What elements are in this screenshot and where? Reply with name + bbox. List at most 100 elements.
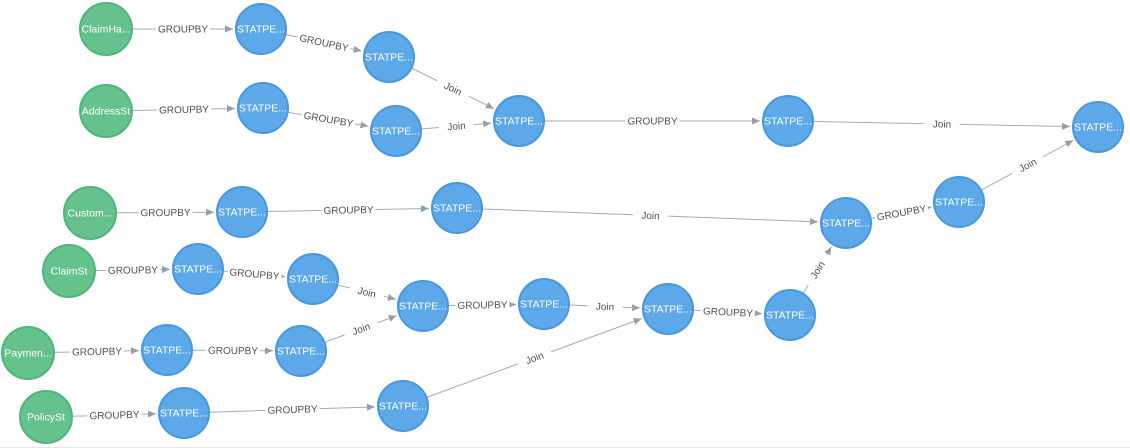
edge-label-bg xyxy=(625,114,680,128)
node-label: STATPE... xyxy=(160,408,208,420)
graph-edge-b20-b21[interactable]: GROUPBY xyxy=(209,401,376,418)
stat-node-circle xyxy=(158,387,210,439)
node-label: ClaimHa... xyxy=(81,24,130,36)
edge-label: GROUPBY xyxy=(229,267,280,282)
node-label: STATPE... xyxy=(365,52,413,64)
graph-node-b3[interactable]: STATPE... xyxy=(237,82,289,134)
graph-node-b15[interactable]: STATPE... xyxy=(518,278,570,330)
edge-label: GROUPBY xyxy=(108,265,159,277)
graph-edge-b5-b6[interactable]: GROUPBY xyxy=(545,114,760,128)
edge-label: Join xyxy=(641,211,660,223)
graph-node-b5[interactable]: STATPE... xyxy=(493,95,545,147)
graph-node-b14[interactable]: STATPE... xyxy=(397,280,449,332)
graph-node-g3[interactable]: Custom... xyxy=(63,186,117,240)
edge-label-bg xyxy=(138,205,193,220)
node-label: STATPE... xyxy=(935,197,983,209)
node-label: STATPE... xyxy=(143,345,191,357)
graph-node-b20[interactable]: STATPE... xyxy=(158,387,210,439)
stat-node-circle xyxy=(820,197,872,249)
source-node-circle xyxy=(79,2,133,56)
graph-edge-g1-b1[interactable]: GROUPBY xyxy=(133,22,233,36)
graph-node-b12[interactable]: STATPE... xyxy=(141,324,193,376)
graph-edge-g3-b8[interactable]: GROUPBY xyxy=(116,205,215,220)
graph-edge-b17-b18[interactable]: Join xyxy=(802,246,833,294)
stat-node-circle xyxy=(397,280,449,332)
edge-label-bg xyxy=(321,202,376,218)
graph-edge-g6-b20[interactable]: GROUPBY xyxy=(72,407,157,423)
edge-label-bg xyxy=(105,262,161,278)
edge-label-bg xyxy=(87,407,142,423)
graph-edge-b1-b2[interactable]: GROUPBY xyxy=(286,30,362,56)
graph-node-b11[interactable]: STATPE... xyxy=(287,253,339,305)
graph-edge-g5-b12[interactable]: GROUPBY xyxy=(54,343,140,360)
node-label: STATPE... xyxy=(822,218,870,230)
graph-edge-b3-b4[interactable]: GROUPBY xyxy=(288,107,369,131)
stat-node-circle xyxy=(762,95,814,147)
edge-label: Join xyxy=(351,321,372,338)
edge-label-bg xyxy=(632,207,669,224)
edge-label-bg xyxy=(296,30,352,56)
graph-node-g1[interactable]: ClaimHa... xyxy=(79,2,133,56)
graph-node-b13[interactable]: STATPE... xyxy=(275,325,327,377)
stat-node-circle xyxy=(216,186,268,238)
graph-edge-b14-b15[interactable]: GROUPBY xyxy=(448,297,517,313)
source-node-circle xyxy=(79,84,133,138)
edge-label-bg xyxy=(155,22,210,36)
node-label: PolicySt xyxy=(27,412,65,424)
graph-node-b10[interactable]: STATPE... xyxy=(172,243,224,295)
stat-node-circle xyxy=(287,253,339,305)
graph-node-b18[interactable]: STATPE... xyxy=(820,197,872,249)
graph-edge-b10-b11[interactable]: GROUPBY xyxy=(223,264,286,284)
graph-node-b4[interactable]: STATPE... xyxy=(370,105,422,157)
node-label: STATPE... xyxy=(239,103,287,115)
node-label: STATPE... xyxy=(764,116,812,128)
graph-node-b8[interactable]: STATPE... xyxy=(216,186,268,238)
graph-edge-b9-b18[interactable]: Join xyxy=(482,207,819,226)
graph-node-b16[interactable]: STATPE... xyxy=(642,283,694,335)
graph-edge-b2-b5[interactable]: Join xyxy=(412,68,495,110)
graph-node-b7[interactable]: STATPE... xyxy=(1072,101,1124,153)
graph-edge-b12-b13[interactable]: GROUPBY xyxy=(192,343,274,358)
graph-node-g6[interactable]: PolicySt xyxy=(19,390,73,444)
edge-label-bg xyxy=(226,264,283,284)
graph-node-b17[interactable]: STATPE... xyxy=(764,289,816,341)
graph-node-g4[interactable]: ClaimSt xyxy=(42,244,96,298)
graph-node-g2[interactable]: AddressSt xyxy=(79,84,133,138)
graph-node-b6[interactable]: STATPE... xyxy=(762,95,814,147)
graph-node-b9[interactable]: STATPE... xyxy=(431,182,483,234)
graph-edge-g4-b10[interactable]: GROUPBY xyxy=(95,262,171,278)
node-label: STATPE... xyxy=(289,274,337,286)
graph-edge-b6-b7[interactable]: Join xyxy=(813,116,1071,132)
node-label: AddressSt xyxy=(82,106,131,118)
graph-edge-b11-b14[interactable]: Join xyxy=(338,281,396,304)
edge-label-bg xyxy=(700,303,756,321)
node-label: STATPE... xyxy=(644,304,692,316)
graph-edge-g2-b3[interactable]: GROUPBY xyxy=(132,101,236,118)
edge-label-bg xyxy=(438,117,475,135)
stat-node-circle xyxy=(1072,101,1124,153)
graph-edge-b8-b9[interactable]: GROUPBY xyxy=(267,202,430,218)
graph-node-g5[interactable]: Paymen... xyxy=(1,326,55,380)
edge-label-bg xyxy=(802,251,833,289)
graph-edge-b4-b5[interactable]: Join xyxy=(421,117,492,135)
graph-node-b1[interactable]: STATPE... xyxy=(235,3,287,55)
node-label: STATPE... xyxy=(379,401,427,413)
graph-node-b19[interactable]: STATPE... xyxy=(933,176,985,228)
stat-node-circle xyxy=(363,31,415,83)
graph-edge-b18-b19[interactable]: GROUPBY xyxy=(871,200,932,225)
stat-node-circle xyxy=(493,95,545,147)
edge-label-bg xyxy=(300,107,357,131)
edge-label: GROUPBY xyxy=(703,306,754,319)
graph-edge-b15-b16[interactable]: Join xyxy=(569,298,641,315)
graph-edge-b19-b7[interactable]: Join xyxy=(981,139,1074,191)
graph-node-b2[interactable]: STATPE... xyxy=(363,31,415,83)
graph-edge-b16-b17[interactable]: GROUPBY xyxy=(693,303,763,321)
graph-edge-b13-b14[interactable]: Join xyxy=(325,315,397,343)
graph-edge-b21-b16[interactable]: Join xyxy=(427,318,642,398)
stat-node-circle xyxy=(377,380,429,432)
graph-node-b21[interactable]: STATPE... xyxy=(377,380,429,432)
stat-node-circle xyxy=(370,105,422,157)
